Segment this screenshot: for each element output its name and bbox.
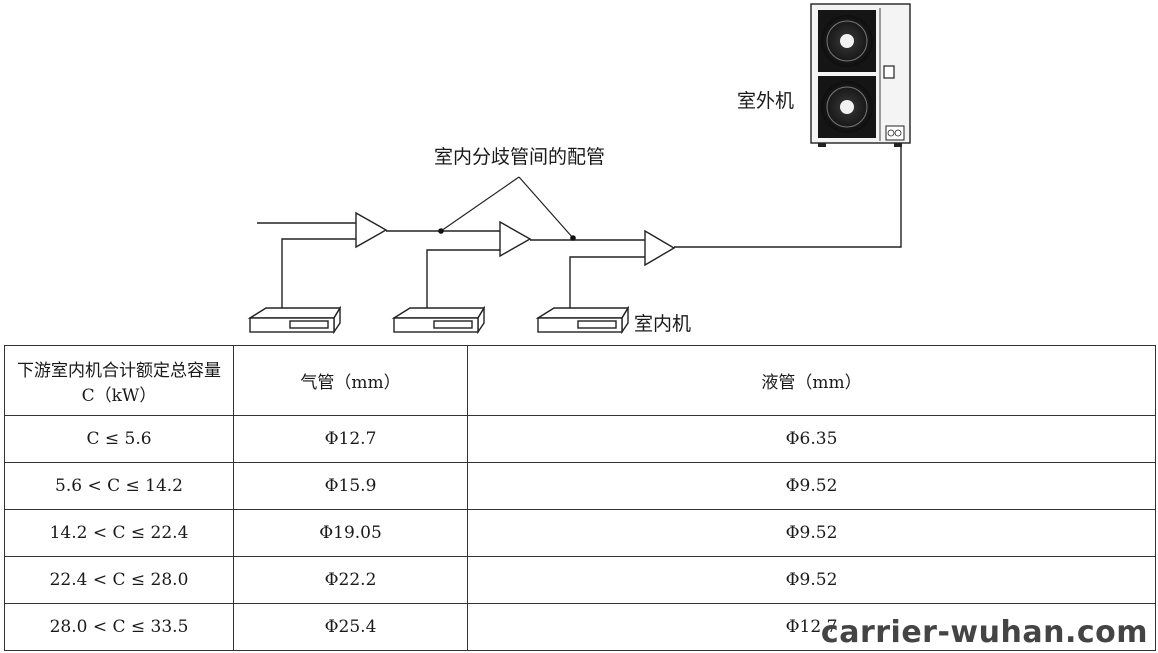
gas-pipe-cell: Φ25.4	[233, 603, 468, 651]
table-row: 5.6 < C ≤ 14.2 Φ15.9 Φ9.52	[4, 462, 1156, 510]
outdoor-unit-icon	[810, 3, 911, 147]
gas-pipe-cell: Φ15.9	[233, 462, 468, 510]
watermark: carrier-wuhan.com	[820, 615, 1148, 650]
table-header-row: 下游室内机合计额定总容量C（kW） 气管（mm） 液管（mm）	[4, 345, 1156, 416]
liquid-pipe-cell: Φ12.7	[467, 603, 1156, 651]
header-gas-pipe: 气管（mm）	[233, 345, 468, 416]
capacity-cell: 5.6 < C ≤ 14.2	[4, 462, 234, 510]
branch-joint-1	[355, 211, 388, 249]
pipe-size-table: 下游室内机合计额定总容量C（kW） 气管（mm） 液管（mm） C ≤ 5.6 …	[4, 345, 1156, 651]
piping-schematic	[247, 3, 911, 335]
liquid-pipe-cell: Φ9.52	[467, 556, 1156, 604]
branch-pipe-label: 室内分歧管间的配管	[434, 146, 606, 168]
indoor-unit-2	[391, 305, 486, 335]
liquid-pipe-cell: Φ9.52	[467, 509, 1156, 557]
capacity-cell: C ≤ 5.6	[4, 415, 234, 463]
branch-joint-3	[644, 229, 676, 267]
capacity-cell: 14.2 < C ≤ 22.4	[4, 509, 234, 557]
liquid-pipe-cell: Φ9.52	[467, 462, 1156, 510]
junction-dot-1	[438, 228, 444, 234]
junction-dot-2	[570, 235, 576, 241]
liquid-pipe-cell: Φ6.35	[467, 415, 1156, 463]
table-row: 22.4 < C ≤ 28.0 Φ22.2 Φ9.52	[4, 556, 1156, 604]
gas-pipe-cell: Φ22.2	[233, 556, 468, 604]
table-row: C ≤ 5.6 Φ12.7 Φ6.35	[4, 415, 1156, 463]
main-pipe	[257, 146, 902, 248]
gas-pipe-cell: Φ12.7	[233, 415, 468, 463]
outdoor-unit-label: 室外机	[737, 90, 795, 112]
capacity-cell: 22.4 < C ≤ 28.0	[4, 556, 234, 604]
piping-diagram: 室外机 室内分歧管间的配管 室内机	[247, 3, 911, 335]
gas-pipe-cell: Φ19.05	[233, 509, 468, 557]
indoor-unit-3	[535, 305, 630, 335]
table-row: 28.0 < C ≤ 33.5 Φ25.4 Φ12.7	[4, 603, 1156, 651]
indoor-unit-1	[247, 305, 342, 335]
indoor-branch-pipes	[281, 238, 645, 308]
label-leader-lines	[440, 176, 574, 239]
indoor-unit-label: 室内机	[634, 313, 692, 335]
table-row: 14.2 < C ≤ 22.4 Φ19.05 Φ9.52	[4, 509, 1156, 557]
capacity-cell: 28.0 < C ≤ 33.5	[4, 603, 234, 651]
branch-joint-2	[499, 220, 532, 258]
header-capacity: 下游室内机合计额定总容量C（kW）	[4, 345, 234, 416]
header-liquid-pipe: 液管（mm）	[467, 345, 1156, 416]
